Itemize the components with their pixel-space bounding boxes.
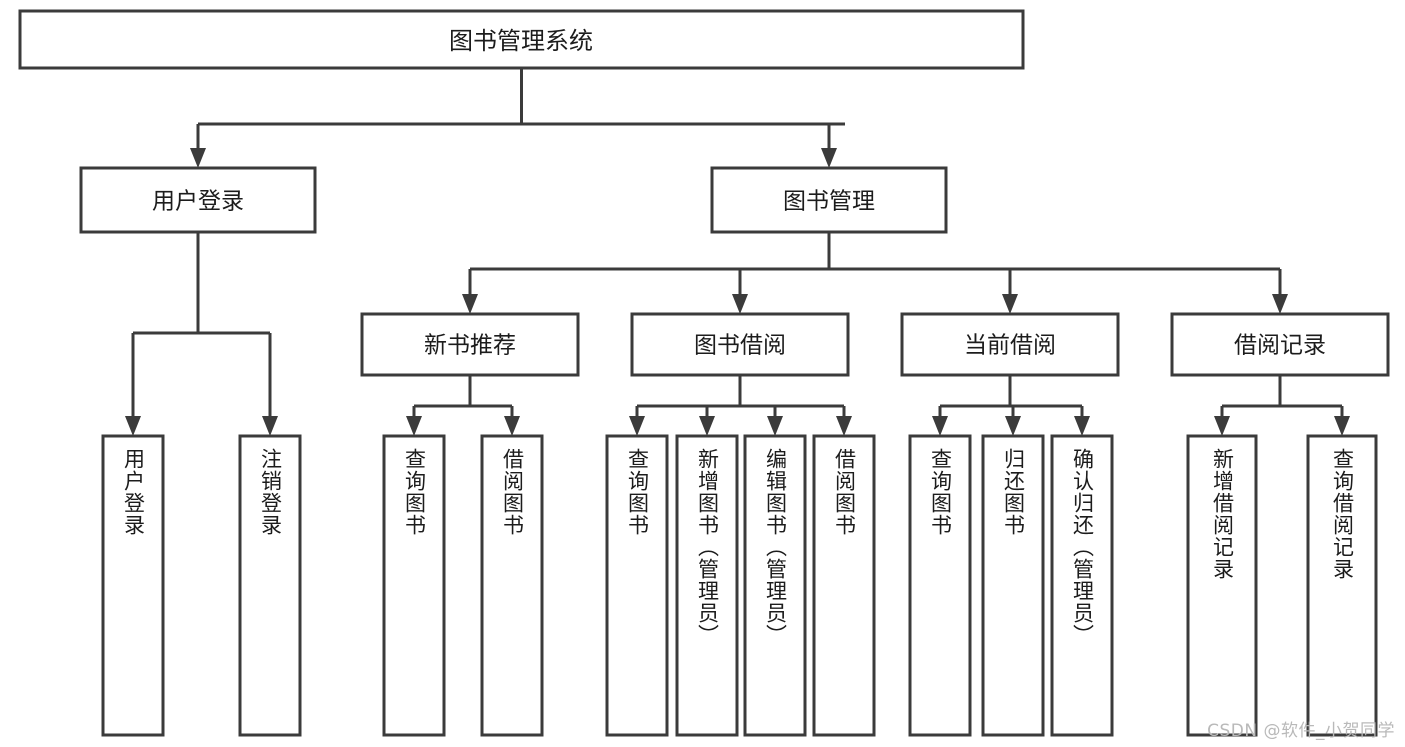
leaf-borrow-book-1-box[interactable] [480, 434, 544, 737]
arrowhead-user-login [190, 148, 206, 168]
arrowhead-new-book-rec [462, 294, 478, 314]
arrowhead-book-borrow [732, 294, 748, 314]
leaf-confirm-return-box[interactable] [1050, 434, 1114, 737]
node-borrow-record-label: 借阅记录 [1234, 333, 1326, 359]
leaf-boxes [101, 434, 1378, 737]
node-new-book-rec-label: 新书推荐 [424, 333, 516, 359]
arrowhead-leaf-user-logout [262, 416, 278, 436]
leaf-query-book-2-box[interactable] [605, 434, 669, 737]
node-boxes: 图书管理系统 用户登录 图书管理 新书推荐 图书借阅 当前借阅 借阅记录 [18, 9, 1390, 377]
node-book-manage-label: 图书管理 [783, 189, 875, 215]
arrowhead-leaf-user-login [125, 416, 141, 436]
leaf-user-login-box[interactable] [101, 434, 165, 737]
node-user-login-box[interactable] [79, 166, 317, 234]
leaf-query-record-box[interactable] [1306, 434, 1378, 737]
arrowhead-leaf-add-record [1214, 416, 1230, 436]
leaf-query-book-3-box[interactable] [908, 434, 972, 737]
arrowhead-leaf-query-book-3 [932, 416, 948, 436]
arrowhead-leaf-borrow-book-2 [836, 416, 852, 436]
leaf-query-book-1-box[interactable] [382, 434, 446, 737]
node-root-label: 图书管理系统 [449, 27, 593, 55]
arrowhead-book-manage [821, 148, 837, 168]
node-user-login-label: 用户登录 [152, 189, 244, 215]
arrowhead-leaf-query-record [1334, 416, 1350, 436]
arrowhead-leaf-query-book-1 [406, 416, 422, 436]
node-book-borrow-box[interactable] [630, 312, 850, 377]
node-new-book-rec-box[interactable] [360, 312, 580, 377]
arrowhead-leaf-edit-book [767, 416, 783, 436]
leaf-add-book-box[interactable] [675, 434, 739, 737]
leaf-edit-book-box[interactable] [743, 434, 807, 737]
arrowhead-leaf-query-book-2 [629, 416, 645, 436]
node-current-borrow-box[interactable] [900, 312, 1120, 377]
arrowhead-leaf-add-book [699, 416, 715, 436]
arrowhead-borrow-record [1272, 294, 1288, 314]
watermark-text: CSDN @软件_小贺同学 [1207, 721, 1395, 741]
node-borrow-record-box[interactable] [1170, 312, 1390, 377]
leaf-return-book-box[interactable] [981, 434, 1045, 737]
node-book-borrow-label: 图书借阅 [694, 333, 786, 359]
arrowhead-current-borrow [1002, 294, 1018, 314]
arrowhead-leaf-confirm-return [1074, 416, 1090, 436]
node-book-manage-box[interactable] [710, 166, 948, 234]
arrowhead-leaf-return-book [1005, 416, 1021, 436]
arrowhead-leaf-borrow-book-1 [504, 416, 520, 436]
node-current-borrow-label: 当前借阅 [964, 333, 1056, 359]
leaf-add-record-box[interactable] [1186, 434, 1258, 737]
leaf-borrow-book-2-box[interactable] [812, 434, 876, 737]
connectors [125, 68, 1350, 436]
node-root-box[interactable] [18, 9, 1025, 70]
leaf-user-logout-box[interactable] [238, 434, 302, 737]
